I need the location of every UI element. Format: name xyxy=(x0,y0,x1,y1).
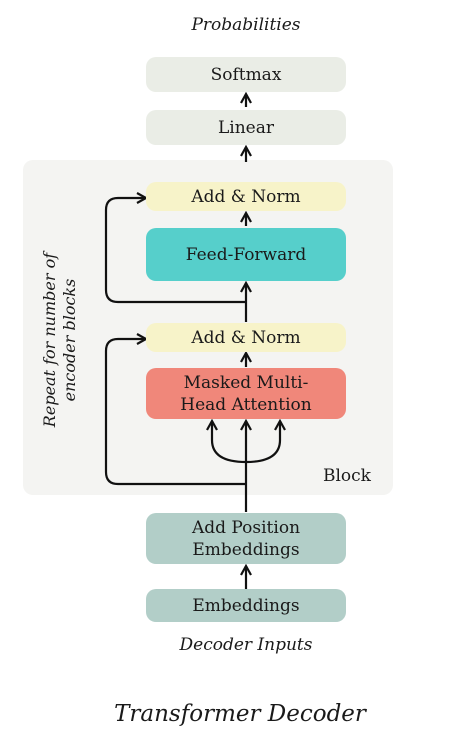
add-position-embeddings-box: Add Position Embeddings xyxy=(146,513,346,564)
residual-bottom xyxy=(104,339,246,486)
softmax-box: Softmax xyxy=(146,57,346,92)
branch-q xyxy=(212,421,247,464)
residual-top xyxy=(104,198,246,304)
embeddings-box: Embeddings xyxy=(146,589,346,622)
add-norm-top-box: Add & Norm xyxy=(146,182,346,211)
block-label: Block xyxy=(323,466,371,486)
decoder-inputs-label: Decoder Inputs xyxy=(179,635,313,655)
masked-attention-box: Masked Multi-Head Attention xyxy=(146,368,346,419)
diagram-caption: Transformer Decoder xyxy=(114,701,366,727)
feed-forward-box: Feed-Forward xyxy=(146,228,346,281)
probabilities-label: Probabilities xyxy=(191,15,301,35)
linear-box: Linear xyxy=(146,110,346,145)
repeat-note: Repeat for number of encoder blocks xyxy=(40,252,79,428)
add-norm-bottom-box: Add & Norm xyxy=(146,323,346,352)
branch-v xyxy=(245,421,280,464)
